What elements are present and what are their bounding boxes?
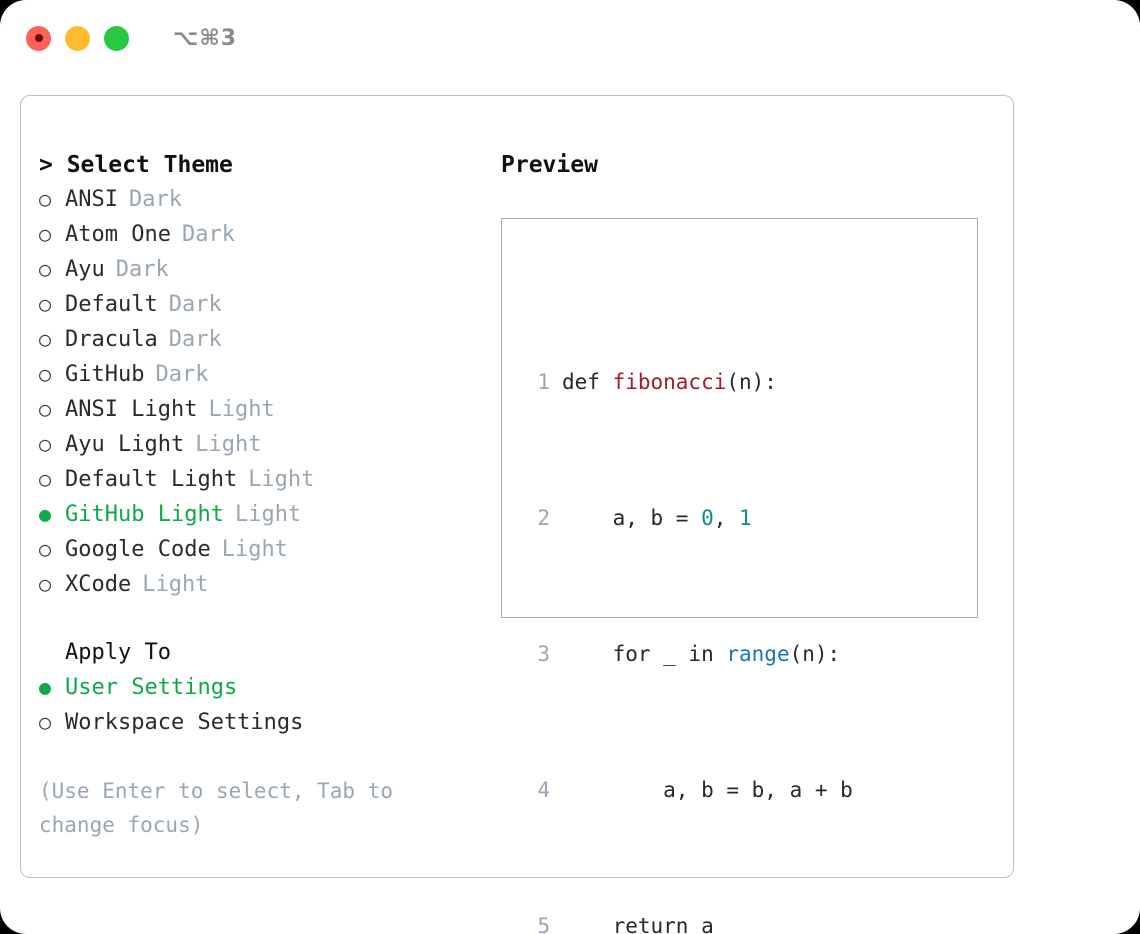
radio-bullet-icon: ○ — [39, 362, 52, 386]
line-number: 4 — [537, 778, 550, 802]
keyboard-shortcut-label: ⌥⌘3 — [173, 25, 238, 51]
radio-bullet-icon: ○ — [39, 222, 52, 246]
keyboard-hint-text: (Use Enter to select, Tab to change focu… — [39, 779, 394, 837]
apply-to-section: Apply To ● User Settings ○ Workspace Set… — [39, 636, 479, 740]
spacer — [39, 602, 479, 636]
theme-name: Default — [65, 292, 158, 317]
theme-list-item[interactable]: ○ Google Code Light — [39, 532, 479, 567]
apply-to-header: Apply To — [65, 640, 171, 665]
theme-list-item[interactable]: ○ ANSI Dark — [39, 182, 479, 217]
theme-name: Ayu — [65, 257, 105, 282]
apply-to-option-workspace-settings[interactable]: ○ Workspace Settings — [39, 705, 479, 740]
code-token-builtin: range — [726, 642, 790, 666]
close-button-icon[interactable] — [26, 25, 51, 51]
code-token-number: 1 — [739, 506, 752, 530]
theme-name: Default Light — [65, 467, 238, 492]
theme-name: XCode — [65, 572, 132, 597]
theme-name: GitHub Light — [65, 502, 224, 527]
apply-to-option-user-settings[interactable]: ● User Settings — [39, 670, 479, 705]
theme-category: Light — [142, 572, 209, 597]
theme-name: Google Code — [65, 537, 211, 562]
code-text: a, b = b, a + b — [562, 778, 853, 802]
theme-list-item[interactable]: ○ GitHub Dark — [39, 357, 479, 392]
theme-list-item[interactable]: ○ XCode Light — [39, 567, 479, 602]
code-line: 5 return a — [522, 909, 889, 934]
theme-name: Dracula — [65, 327, 158, 352]
close-dot-icon — [34, 34, 43, 42]
theme-name: ANSI — [65, 187, 118, 212]
code-text: def fibonacci(n): — [562, 365, 777, 399]
theme-category: Dark — [128, 187, 182, 212]
line-number: 3 — [537, 642, 550, 666]
theme-list-item[interactable]: ○ Default Dark — [39, 287, 479, 322]
line-number: 2 — [537, 506, 550, 530]
preview-box: 1 def fibonacci(n): 2 a, b = 0, 1 3 for … — [501, 218, 978, 934]
window-controls — [26, 25, 129, 51]
radio-bullet-icon: ● — [39, 675, 52, 699]
radio-bullet-icon: ○ — [39, 397, 52, 421]
columns-layout: > Select Theme ○ ANSI Dark ○ Atom One Da… — [21, 96, 1013, 934]
code-sample: 1 def fibonacci(n): 2 a, b = 0, 1 3 for … — [522, 263, 889, 934]
theme-category: Light — [221, 537, 288, 562]
apply-to-option-label: User Settings — [65, 675, 238, 700]
code-line: 4 a, b = b, a + b — [522, 773, 889, 807]
code-line: 1 def fibonacci(n): — [522, 365, 889, 399]
theme-category: Light — [248, 467, 315, 492]
radio-bullet-icon: ○ — [39, 710, 52, 734]
code-text: a, b = 0, 1 — [562, 501, 752, 535]
radio-bullet-icon: ○ — [39, 292, 52, 316]
radio-bullet-icon: ○ — [39, 467, 52, 491]
code-token: a, b = — [562, 506, 702, 530]
radio-bullet-icon: ○ — [39, 257, 52, 281]
theme-list: ○ ANSI Dark ○ Atom One Dark ○ Ayu Dark — [39, 182, 479, 602]
theme-category: Dark — [168, 327, 222, 352]
preview-header: Preview — [501, 152, 598, 178]
theme-category: Dark — [181, 222, 235, 247]
theme-list-item[interactable]: ○ Default Light Light — [39, 462, 479, 497]
theme-category: Dark — [155, 362, 209, 387]
radio-bullet-icon: ○ — [39, 572, 52, 596]
line-number: 1 — [537, 370, 550, 394]
code-token: def — [562, 370, 613, 394]
code-token-number: 0 — [701, 506, 714, 530]
theme-name: ANSI Light — [65, 397, 198, 422]
theme-category: Light — [195, 432, 262, 457]
title-bar: ⌥⌘3 — [0, 0, 1140, 76]
theme-category: Light — [208, 397, 275, 422]
maximize-button-icon[interactable] — [104, 25, 129, 51]
preview-panel: Preview 1 def fibonacci(n): 2 a, b = 0, … — [501, 148, 1001, 934]
radio-bullet-icon: ○ — [39, 432, 52, 456]
line-number: 5 — [537, 914, 550, 934]
theme-list-item[interactable]: ○ Dracula Dark — [39, 322, 479, 357]
theme-name: GitHub — [65, 362, 145, 387]
radio-bullet-icon: ○ — [39, 187, 52, 211]
apply-to-option-label: Workspace Settings — [65, 710, 304, 735]
theme-list-item[interactable]: ○ Atom One Dark — [39, 217, 479, 252]
theme-name: Atom One — [65, 222, 171, 247]
code-token: (n): — [789, 642, 841, 666]
theme-category: Dark — [168, 292, 222, 317]
content-card: > Select Theme ○ ANSI Dark ○ Atom One Da… — [20, 95, 1014, 934]
code-text: return a — [562, 914, 714, 934]
theme-name: Ayu Light — [65, 432, 185, 457]
code-line: 2 a, b = 0, 1 — [522, 501, 889, 535]
select-theme-header: > Select Theme — [39, 152, 233, 178]
theme-category: Light — [234, 502, 302, 527]
theme-selector-panel: > Select Theme ○ ANSI Dark ○ Atom One Da… — [39, 148, 479, 842]
code-token: , — [713, 506, 740, 530]
theme-category: Dark — [115, 257, 169, 282]
theme-list-item[interactable]: ○ Ayu Dark — [39, 252, 479, 287]
code-token: (n): — [726, 370, 777, 394]
code-text: for _ in range(n): — [562, 637, 841, 671]
code-token: for _ in — [562, 642, 727, 666]
code-token-function: fibonacci — [612, 370, 727, 394]
radio-bullet-icon: ○ — [39, 327, 52, 351]
theme-list-item-selected[interactable]: ● GitHub Light Light — [39, 497, 479, 532]
theme-list-item[interactable]: ○ ANSI Light Light — [39, 392, 479, 427]
minimize-button-icon[interactable] — [65, 25, 90, 51]
radio-bullet-icon: ● — [39, 502, 52, 526]
code-line: 3 for _ in range(n): — [522, 637, 889, 671]
theme-list-item[interactable]: ○ Ayu Light Light — [39, 427, 479, 462]
radio-bullet-icon: ○ — [39, 537, 52, 561]
